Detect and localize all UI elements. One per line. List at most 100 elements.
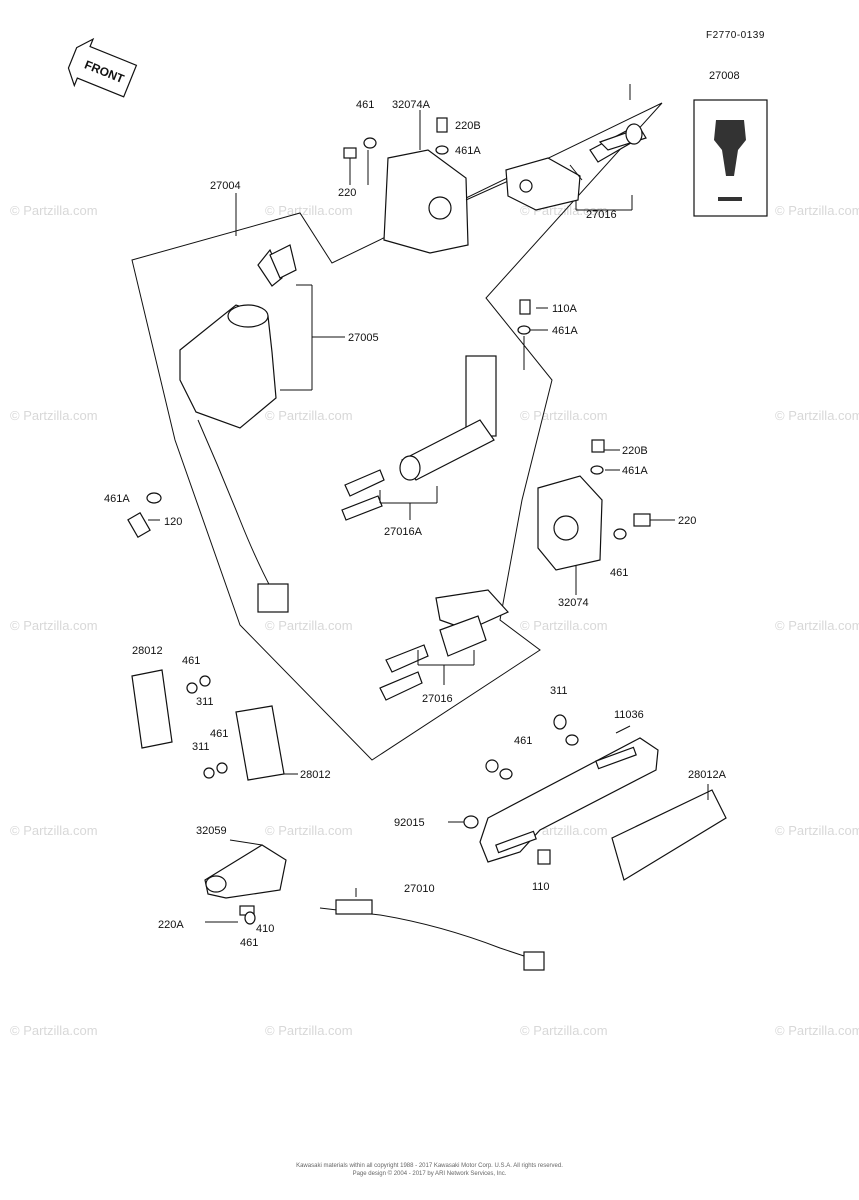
bolt-220B-icon <box>436 117 448 133</box>
footer-page-design: Page design © 2004 - 2017 by ARI Network… <box>352 1171 507 1177</box>
part-label-461A[interactable]: 461A <box>455 145 481 157</box>
part-label-461[interactable]: 461 <box>182 655 200 667</box>
ignition-switch-27005 <box>179 244 330 613</box>
watermark-text: © Partzilla.com <box>10 618 98 633</box>
lock-assembly-27016-top <box>505 123 647 211</box>
part-label-410[interactable]: 410 <box>256 923 274 935</box>
key-icon <box>385 644 429 673</box>
front-arrow: FRONT <box>67 37 138 98</box>
reflector-icon <box>235 705 285 781</box>
part-label-32074A[interactable]: 32074A <box>392 99 431 111</box>
washer-461A-icon <box>590 465 604 475</box>
part-label-220B[interactable]: 220B <box>455 120 481 132</box>
part-label-27016[interactable]: 27016 <box>586 209 617 221</box>
part-label-28012[interactable]: 28012 <box>300 769 331 781</box>
part-label-27005[interactable]: 27005 <box>348 332 379 344</box>
cable-sensor-icon <box>335 899 373 915</box>
lock-assembly-27016-bottom <box>379 589 509 701</box>
nut-92015-icon <box>463 815 479 829</box>
reflector-28012-a <box>131 669 211 749</box>
watermark-text: © Partzilla.com <box>775 203 859 218</box>
part-label-110A[interactable]: 110A <box>552 303 578 315</box>
watermark-text: © Partzilla.com <box>520 1023 608 1038</box>
part-label-27016A[interactable]: 27016A <box>384 526 423 538</box>
bolt-120-icon <box>127 512 151 538</box>
connector-icon <box>257 583 289 613</box>
key-icon <box>341 495 383 521</box>
watermark-text: © Partzilla.com <box>520 618 608 633</box>
watermark-text: © Partzilla.com <box>265 1023 353 1038</box>
part-label-32074[interactable]: 32074 <box>558 597 589 609</box>
washer-461-icon <box>613 528 627 540</box>
lock-housing-32074 <box>537 439 651 595</box>
footer-copyright: Kawasaki materials within all copyright … <box>296 1163 563 1169</box>
part-label-11036[interactable]: 11036 <box>614 709 644 721</box>
part-label-220B[interactable]: 220B <box>622 445 648 457</box>
part-label-461[interactable]: 461 <box>514 735 532 747</box>
part-label-461A[interactable]: 461A <box>104 493 130 505</box>
part-label-311[interactable]: 311 <box>192 741 210 753</box>
watermark-text: © Partzilla.com <box>10 823 98 838</box>
reflector-28012-b <box>203 705 298 781</box>
watermark-text: © Partzilla.com <box>10 408 98 423</box>
washer-icon <box>199 675 211 687</box>
front-arrow-shape <box>67 37 138 98</box>
part-label-27004[interactable]: 27004 <box>210 180 241 192</box>
lock-housing-hole <box>428 196 452 220</box>
washer-461-icon <box>565 734 579 746</box>
watermark-text: © Partzilla.com <box>775 823 859 838</box>
key-icon <box>379 671 423 701</box>
part-label-28012[interactable]: 28012 <box>132 645 163 657</box>
part-label-461[interactable]: 461 <box>610 567 628 579</box>
lock-body-icon <box>435 589 509 631</box>
part-label-110[interactable]: 110 <box>532 881 550 893</box>
part-label-311[interactable]: 311 <box>196 696 214 708</box>
reflector-icon <box>131 669 173 749</box>
bolt-220-icon <box>343 147 357 159</box>
part-labels: 27008 461 32074A 220B 461A 220 27004 270… <box>104 70 740 949</box>
watermark-group: © Partzilla.com © Partzilla.com © Partzi… <box>10 203 859 1038</box>
part-label-27010[interactable]: 27010 <box>404 883 435 895</box>
connector-icon <box>523 951 545 971</box>
part-label-461A[interactable]: 461A <box>622 465 648 477</box>
washer-461A-icon <box>435 145 449 155</box>
watermark-text: © Partzilla.com <box>265 408 353 423</box>
lock-body-icon <box>505 157 581 211</box>
part-label-220[interactable]: 220 <box>338 187 356 199</box>
part-label-220[interactable]: 220 <box>678 515 696 527</box>
watermark-text: © Partzilla.com <box>775 618 859 633</box>
watermark-text: © Partzilla.com <box>265 203 353 218</box>
key-icon <box>269 244 297 279</box>
part-label-92015[interactable]: 92015 <box>394 817 425 829</box>
part-label-461A[interactable]: 461A <box>552 325 578 337</box>
washer-461-icon <box>363 137 377 149</box>
part-label-311[interactable]: 311 <box>550 685 568 697</box>
part-label-461[interactable]: 461 <box>356 99 374 111</box>
switch-assembly-32059 <box>204 844 545 971</box>
nut-icon <box>203 767 215 779</box>
lock-cylinder-icon <box>439 615 487 657</box>
bolt-110A-icon <box>519 299 531 315</box>
diagram-reference-code: F2770-0139 <box>706 30 765 41</box>
key-card-27008 <box>693 99 768 217</box>
watermark-text: © Partzilla.com <box>265 823 353 838</box>
watermark-text: © Partzilla.com <box>265 618 353 633</box>
part-label-27016[interactable]: 27016 <box>422 693 453 705</box>
part-label-120[interactable]: 120 <box>164 516 182 528</box>
nut-icon <box>186 682 198 694</box>
part-label-461[interactable]: 461 <box>210 728 228 740</box>
washer-icon <box>499 768 513 780</box>
part-label-32059[interactable]: 32059 <box>196 825 227 837</box>
reflector-28012A-icon <box>611 789 727 881</box>
watermark-text: © Partzilla.com <box>775 1023 859 1038</box>
part-label-220A[interactable]: 220A <box>158 919 184 931</box>
bolt-220B-icon <box>591 439 605 453</box>
nut-311-icon <box>553 714 567 730</box>
assembly-outline <box>131 102 663 761</box>
bolt-220-icon <box>633 513 651 527</box>
part-label-461[interactable]: 461 <box>240 937 258 949</box>
part-label-28012A[interactable]: 28012A <box>688 769 727 781</box>
watermark-text: © Partzilla.com <box>10 203 98 218</box>
part-label-27008[interactable]: 27008 <box>709 70 740 82</box>
